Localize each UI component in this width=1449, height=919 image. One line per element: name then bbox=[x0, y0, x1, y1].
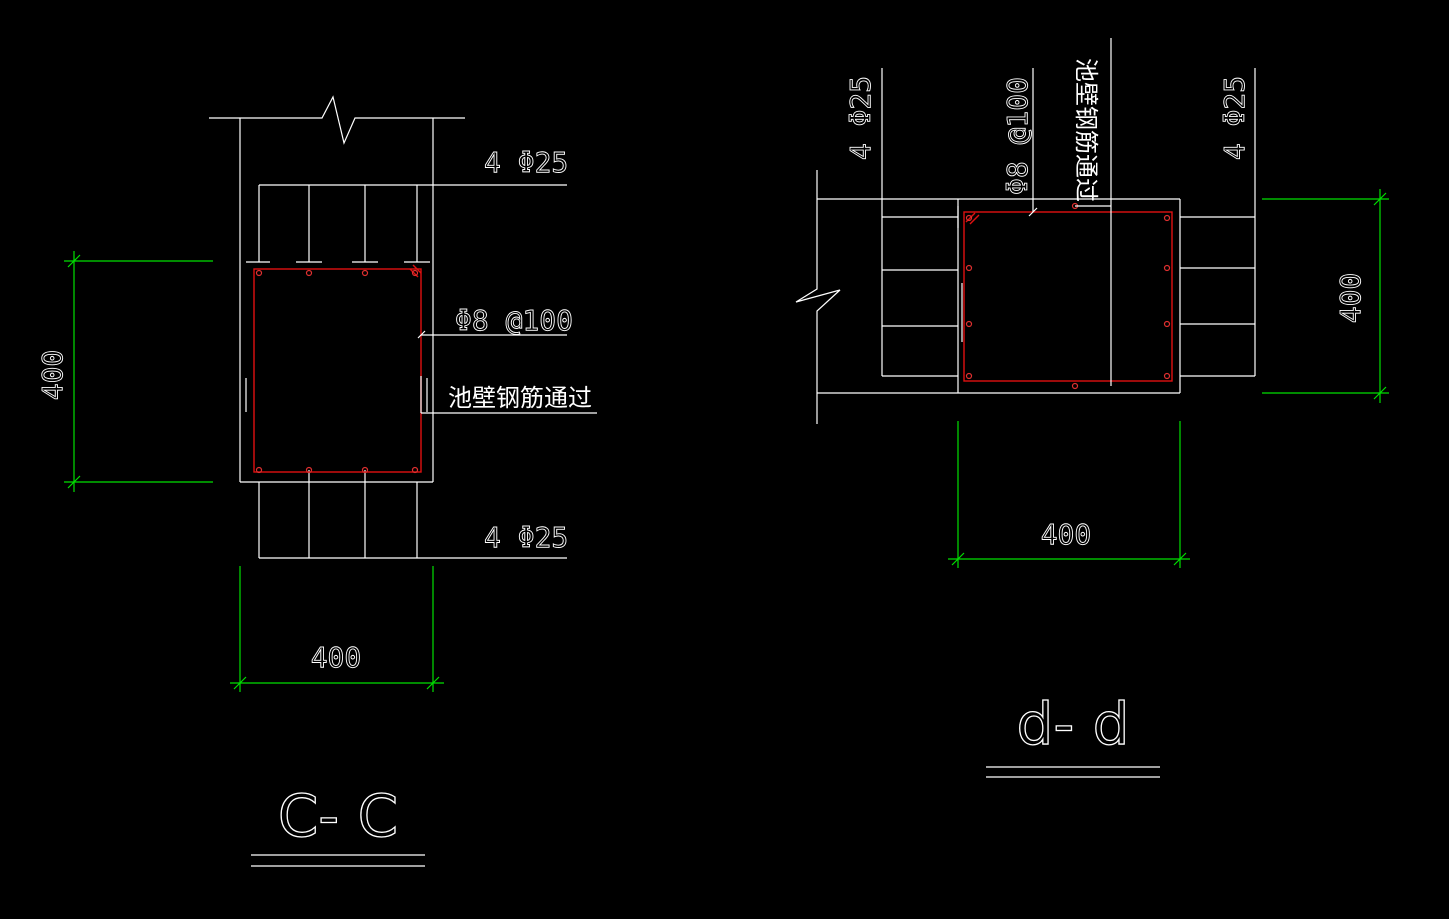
dd-right-beam bbox=[1180, 68, 1256, 377]
cc-dim-height-label: 400 bbox=[36, 350, 69, 401]
cc-dim-height bbox=[64, 251, 213, 492]
cc-dim-width bbox=[230, 566, 444, 692]
cc-leaders bbox=[417, 330, 597, 414]
section-dd: 4 Φ25 Φ8 @100 池壁钢筋通过 4 Φ25 400 400 d- d bbox=[795, 38, 1389, 778]
dd-leaders bbox=[1028, 38, 1112, 386]
dd-column-outline bbox=[957, 199, 1181, 393]
cc-column-outline bbox=[239, 261, 434, 483]
cc-stirrup-label: Φ8 @100 bbox=[455, 304, 573, 337]
dd-left-bars-label: 4 Φ25 bbox=[844, 76, 877, 160]
cc-title-underline bbox=[251, 854, 425, 867]
cc-stirrup bbox=[253, 264, 422, 473]
cc-section-title: C- C bbox=[278, 782, 398, 850]
cc-bottom-bars-label: 4 Φ25 bbox=[484, 521, 568, 554]
dd-right-bars-label: 4 Φ25 bbox=[1218, 76, 1251, 160]
dd-dim-width bbox=[948, 421, 1190, 568]
dd-dim-height bbox=[1262, 189, 1389, 403]
dd-stirrup bbox=[963, 211, 1173, 382]
cc-rebar-dots bbox=[255, 269, 419, 474]
cc-bottom-beam bbox=[258, 470, 567, 559]
dd-break-line bbox=[795, 170, 1180, 424]
cc-break-line bbox=[209, 95, 465, 262]
dd-section-title: d- d bbox=[1017, 690, 1130, 758]
dd-note-label: 池壁钢筋通过 bbox=[1072, 58, 1100, 202]
dd-rebar-dots bbox=[965, 202, 1171, 390]
section-cc: 4 Φ25 Φ8 @100 池壁钢筋通过 4 Φ25 400 400 C- C bbox=[36, 95, 597, 867]
cc-note-label: 池壁钢筋通过 bbox=[448, 384, 592, 412]
dd-stirrup-label: Φ8 @100 bbox=[1001, 77, 1034, 195]
dd-title-underline bbox=[986, 766, 1160, 778]
cc-dim-width-label: 400 bbox=[311, 641, 362, 674]
dd-left-beam bbox=[881, 68, 958, 377]
cc-top-bars-label: 4 Φ25 bbox=[484, 146, 568, 179]
cc-top-beam bbox=[258, 184, 567, 262]
dd-dim-height-label: 400 bbox=[1334, 273, 1367, 324]
dd-dim-width-label: 400 bbox=[1041, 518, 1092, 551]
